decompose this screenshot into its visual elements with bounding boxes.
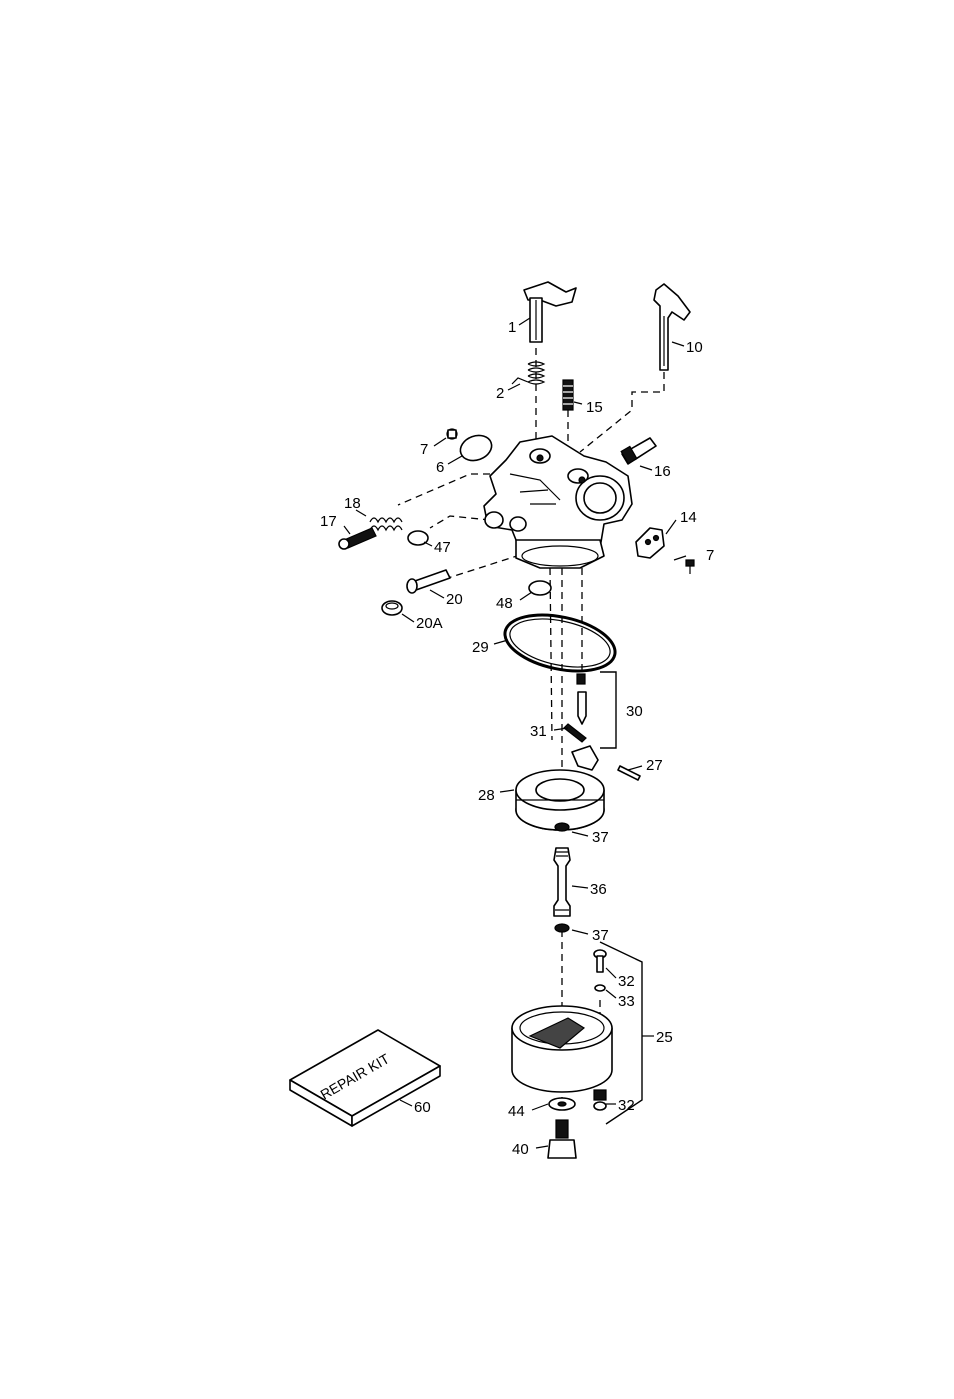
seal-48-part bbox=[529, 581, 551, 595]
label-10: 10 bbox=[686, 339, 703, 356]
float-part bbox=[516, 746, 604, 830]
label-20: 20 bbox=[446, 591, 463, 608]
label-60: 60 bbox=[414, 1099, 431, 1116]
washer-33-part bbox=[595, 985, 605, 991]
label-2: 2 bbox=[496, 385, 504, 402]
inlet-needle-part bbox=[577, 674, 586, 724]
label-7-right: 7 bbox=[706, 547, 714, 564]
throttle-spring-part bbox=[512, 362, 544, 384]
label-40: 40 bbox=[512, 1141, 529, 1158]
main-jet-part bbox=[407, 570, 450, 593]
bowl-gasket-part bbox=[500, 606, 620, 680]
mixture-screw-part bbox=[339, 528, 376, 549]
needle-clip-part bbox=[564, 724, 586, 742]
label-16: 16 bbox=[654, 463, 671, 480]
label-33: 33 bbox=[618, 993, 635, 1010]
label-31: 31 bbox=[530, 723, 547, 740]
washer-37-bottom-part bbox=[555, 924, 569, 932]
screw-7-right-part bbox=[686, 560, 694, 574]
choke-shaft-part bbox=[654, 284, 690, 370]
label-48: 48 bbox=[496, 595, 513, 612]
washer-37-top-part bbox=[555, 823, 569, 831]
carburetor-body-part bbox=[484, 436, 632, 568]
screw-32-top-part bbox=[594, 950, 606, 972]
label-15: 15 bbox=[586, 399, 603, 416]
screw-7-top-part bbox=[447, 429, 457, 439]
label-47: 47 bbox=[434, 539, 451, 556]
bowl-nut-part bbox=[548, 1120, 576, 1158]
fuel-inlet-part bbox=[621, 438, 656, 464]
label-32-bottom: 32 bbox=[618, 1097, 635, 1114]
label-6: 6 bbox=[436, 459, 444, 476]
choke-plate-part bbox=[636, 528, 664, 558]
label-36: 36 bbox=[590, 881, 607, 898]
label-30: 30 bbox=[626, 703, 643, 720]
idle-screw-part bbox=[563, 380, 573, 410]
float-bowl-part bbox=[512, 1006, 612, 1092]
mixture-spring-part bbox=[370, 518, 402, 530]
washer-44-part bbox=[549, 1098, 575, 1110]
label-18: 18 bbox=[344, 495, 361, 512]
throttle-plate-part bbox=[457, 431, 495, 464]
label-17: 17 bbox=[320, 513, 337, 530]
label-27: 27 bbox=[646, 757, 663, 774]
label-25: 25 bbox=[656, 1029, 673, 1046]
label-20a: 20A bbox=[416, 615, 443, 632]
label-37-top: 37 bbox=[592, 829, 609, 846]
bracket-30 bbox=[600, 672, 616, 748]
label-37-bottom: 37 bbox=[592, 927, 609, 944]
label-32-top: 32 bbox=[618, 973, 635, 990]
label-1: 1 bbox=[508, 319, 516, 336]
label-14: 14 bbox=[680, 509, 697, 526]
main-nozzle-part bbox=[554, 848, 570, 916]
label-29: 29 bbox=[472, 639, 489, 656]
throttle-shaft-part bbox=[524, 282, 576, 342]
label-44: 44 bbox=[508, 1103, 525, 1120]
welch-plug-part bbox=[382, 601, 402, 615]
label-28: 28 bbox=[478, 787, 495, 804]
label-7-top: 7 bbox=[420, 441, 428, 458]
screw-32-bottom-part bbox=[594, 1090, 606, 1110]
